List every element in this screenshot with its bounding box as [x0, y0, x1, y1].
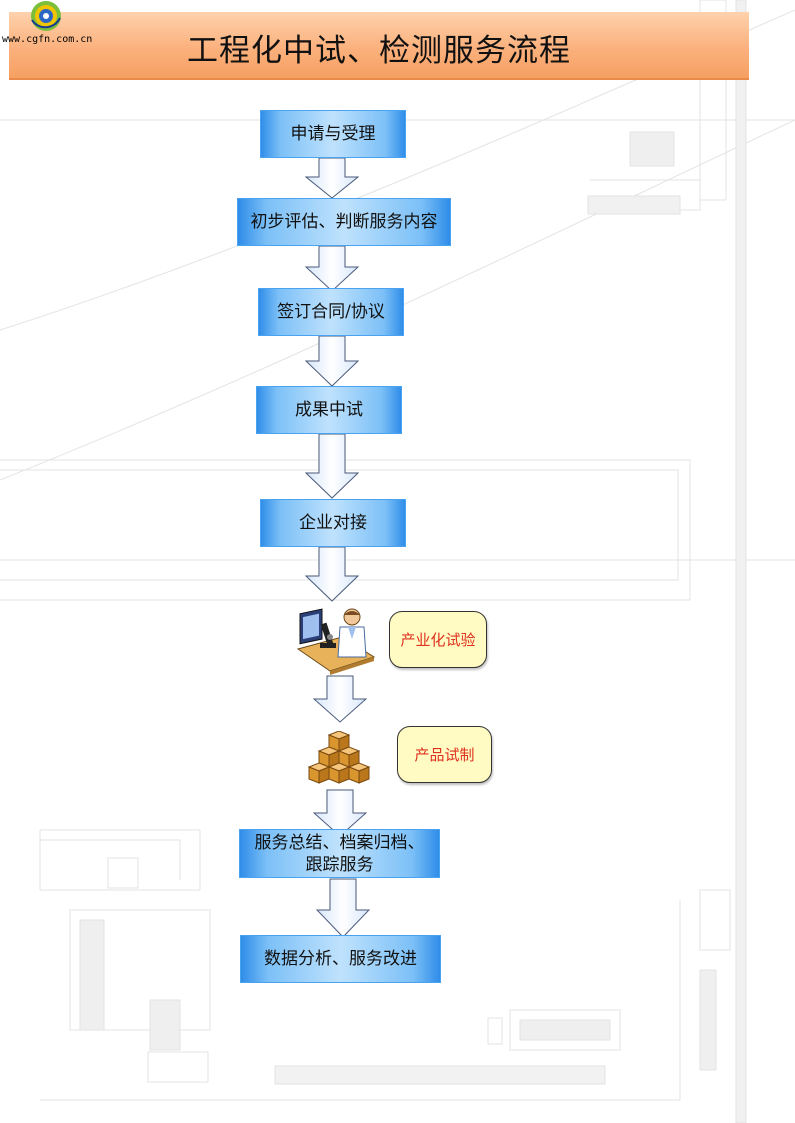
callout-label: 产业化试验 [400, 631, 476, 649]
down-arrow-icon [313, 789, 367, 837]
step-apply-accept: 申请与受理 [260, 110, 406, 158]
down-arrow-icon [305, 245, 359, 292]
step-pilot-test: 成果中试 [256, 386, 402, 434]
step-label-line-2: 跟踪服务 [305, 854, 374, 875]
step-sign-contract: 签订合同/协议 [258, 288, 404, 336]
callout-product-trial: 产品试制 [397, 726, 492, 783]
down-arrow-icon [305, 546, 359, 602]
step-enterprise-docking: 企业对接 [260, 499, 406, 547]
callout-label: 产品试制 [414, 746, 475, 764]
step-initial-assessment: 初步评估、判断服务内容 [237, 198, 451, 246]
callout-industrial-trial: 产业化试验 [389, 611, 487, 668]
down-arrow-icon [316, 878, 370, 938]
page-title: 工程化中试、检测服务流程 [187, 33, 571, 69]
down-arrow-icon [305, 157, 359, 199]
boxes-icon [307, 731, 371, 784]
logo-text: www.cgfn.com.cn [2, 34, 93, 45]
step-label: 签订合同/协议 [277, 302, 385, 322]
logo-swirl-icon [31, 1, 61, 31]
step-data-analysis: 数据分析、服务改进 [240, 935, 441, 983]
scientist-microscope-icon [296, 608, 376, 675]
step-label: 成果中试 [295, 400, 363, 420]
title-banner: 工程化中试、检测服务流程 [9, 12, 749, 80]
step-label: 初步评估、判断服务内容 [250, 212, 438, 232]
down-arrow-icon [305, 335, 359, 387]
down-arrow-icon [305, 433, 359, 499]
step-label: 申请与受理 [290, 124, 376, 144]
down-arrow-icon [313, 675, 367, 723]
step-label: 数据分析、服务改进 [264, 949, 417, 969]
step-service-summary: 服务总结、档案归档、 跟踪服务 [239, 829, 440, 878]
step-label: 企业对接 [299, 513, 367, 533]
step-label-line-1: 服务总结、档案归档、 [254, 832, 425, 853]
